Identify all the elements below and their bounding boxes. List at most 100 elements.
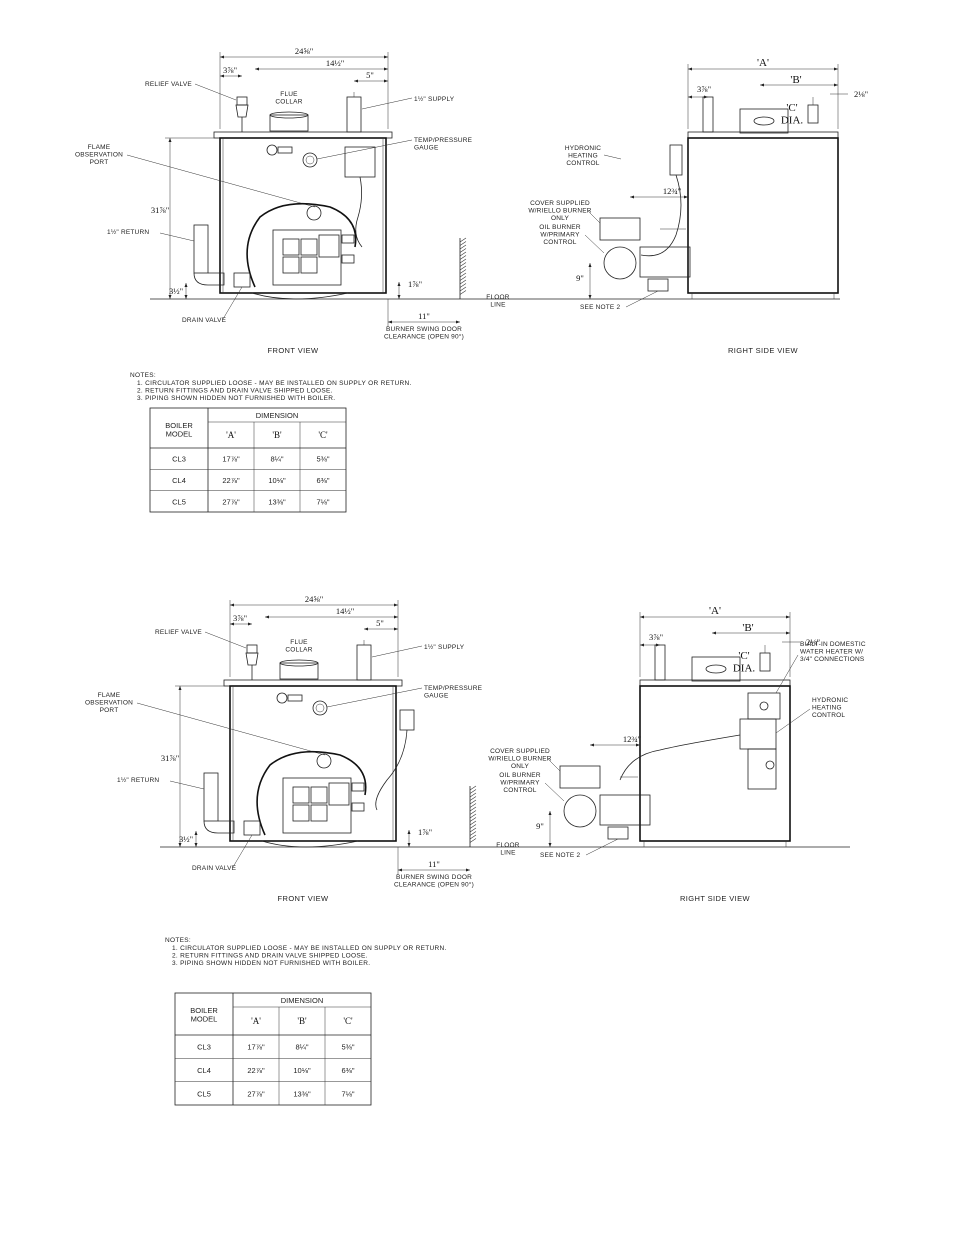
wall-hatch: [459, 262, 467, 267]
supply-pipe: [346, 96, 362, 133]
leader-line: [775, 654, 799, 694]
burner-module: [310, 804, 328, 822]
return-pipe: [203, 772, 219, 822]
flue-collar-top: [269, 111, 309, 119]
arrowhead: [786, 615, 790, 619]
table-cell-model: CL5: [172, 497, 186, 506]
wall-hatch: [469, 792, 477, 798]
arrowhead: [688, 67, 692, 71]
hydronic-cable: [619, 734, 741, 781]
arrowhead: [184, 283, 188, 287]
boiler-jacket: [219, 137, 387, 294]
hydronic-control-box: [669, 144, 683, 176]
burner-depth-label: 12¾": [623, 734, 641, 744]
domestic-connection-icon: [759, 701, 769, 711]
bottom-dim-label: 3½": [179, 834, 193, 844]
wall-hatch: [469, 824, 477, 829]
table-cell-value: 27⅞": [222, 497, 240, 506]
wall-hatch: [469, 810, 477, 815]
gauge-icon: [312, 700, 328, 716]
leader-line: [547, 758, 561, 772]
arrowhead: [684, 195, 688, 199]
table-cell-model: CL4: [172, 476, 186, 485]
side-view-title: RIGHT SIDE VIEW: [728, 346, 799, 355]
table-cell-value: 6⅜": [316, 476, 329, 485]
arrowhead: [230, 603, 234, 607]
burner-cover: [559, 765, 601, 789]
leader-line: [316, 139, 413, 160]
arrowhead: [397, 295, 401, 299]
arrowhead: [397, 282, 401, 286]
arrowhead: [238, 74, 242, 78]
arrowhead: [168, 138, 172, 142]
wall-hatch: [469, 806, 477, 812]
burner-height-label: 9": [576, 273, 584, 283]
arrowhead: [548, 843, 552, 847]
return-label: 1½" RETURN: [117, 776, 159, 784]
notes-heading: NOTES:: [130, 372, 156, 379]
jacket-top: [223, 679, 403, 687]
front-view-title: FRONT VIEW: [278, 894, 329, 903]
gauge-dial: [305, 155, 315, 165]
boiler-jacket: [229, 685, 397, 842]
see-note-label: SEE NOTE 2: [580, 304, 620, 311]
table-cell-value: 27⅞": [247, 1089, 265, 1098]
burner-module: [292, 804, 310, 822]
wall-hatch: [469, 838, 477, 843]
table-cell-value: 7⅛": [316, 497, 329, 506]
arrowhead: [712, 631, 716, 635]
primary-control: [328, 782, 350, 806]
table-cell-value: 17⅞": [247, 1043, 265, 1052]
arrowhead: [640, 615, 644, 619]
supply-offset-small-label: 5": [366, 70, 374, 80]
leader-line: [169, 780, 205, 790]
burner-base: [261, 840, 359, 848]
logo-plate: [277, 146, 293, 154]
hydronic-control-box: [739, 718, 777, 750]
arrowhead: [588, 263, 592, 267]
note-item: 3. PIPING SHOWN HIDDEN NOT FURNISHED WIT…: [172, 960, 370, 967]
burner-motor: [563, 794, 597, 828]
dim-b-label: 'B': [742, 622, 753, 634]
wall-hatch: [459, 279, 467, 285]
right-offset-label: 2⅛": [854, 89, 868, 99]
burner-bracket: [351, 802, 365, 812]
wall-hatch: [459, 276, 467, 281]
wall-hatch: [469, 799, 477, 805]
burner-module: [310, 786, 328, 804]
burner-depth-label: 12¾": [663, 186, 681, 196]
see-note-fitting: [647, 278, 669, 292]
arrowhead: [466, 868, 470, 872]
burner-bracket: [351, 782, 365, 792]
table-column-header: 'B': [297, 1016, 307, 1026]
flame-port-icon: [306, 205, 322, 221]
wall-hatch: [469, 785, 477, 791]
supply-offset-small-label: 5": [376, 618, 384, 628]
wall-hatch: [459, 244, 467, 250]
arrowhead: [834, 83, 838, 87]
wall-hatch: [459, 269, 467, 274]
relief-valve-label: RELIEF VALVE: [145, 81, 192, 88]
leader-line: [126, 154, 316, 208]
arrowhead: [354, 79, 358, 83]
wall-hatch: [459, 283, 467, 288]
table-cell-value: 8¼": [295, 1043, 308, 1052]
arrowhead: [220, 55, 224, 59]
table-column-header: 'C': [343, 1016, 353, 1026]
arrowhead: [364, 627, 368, 631]
arrowhead: [388, 320, 392, 324]
logo-icon: [276, 692, 288, 704]
drain-valve-label: DRAIN VALVE: [192, 865, 237, 872]
arrowhead: [407, 843, 411, 847]
control-cable: [355, 176, 363, 248]
burner-module: [292, 786, 310, 804]
return-elbow: [193, 272, 225, 286]
